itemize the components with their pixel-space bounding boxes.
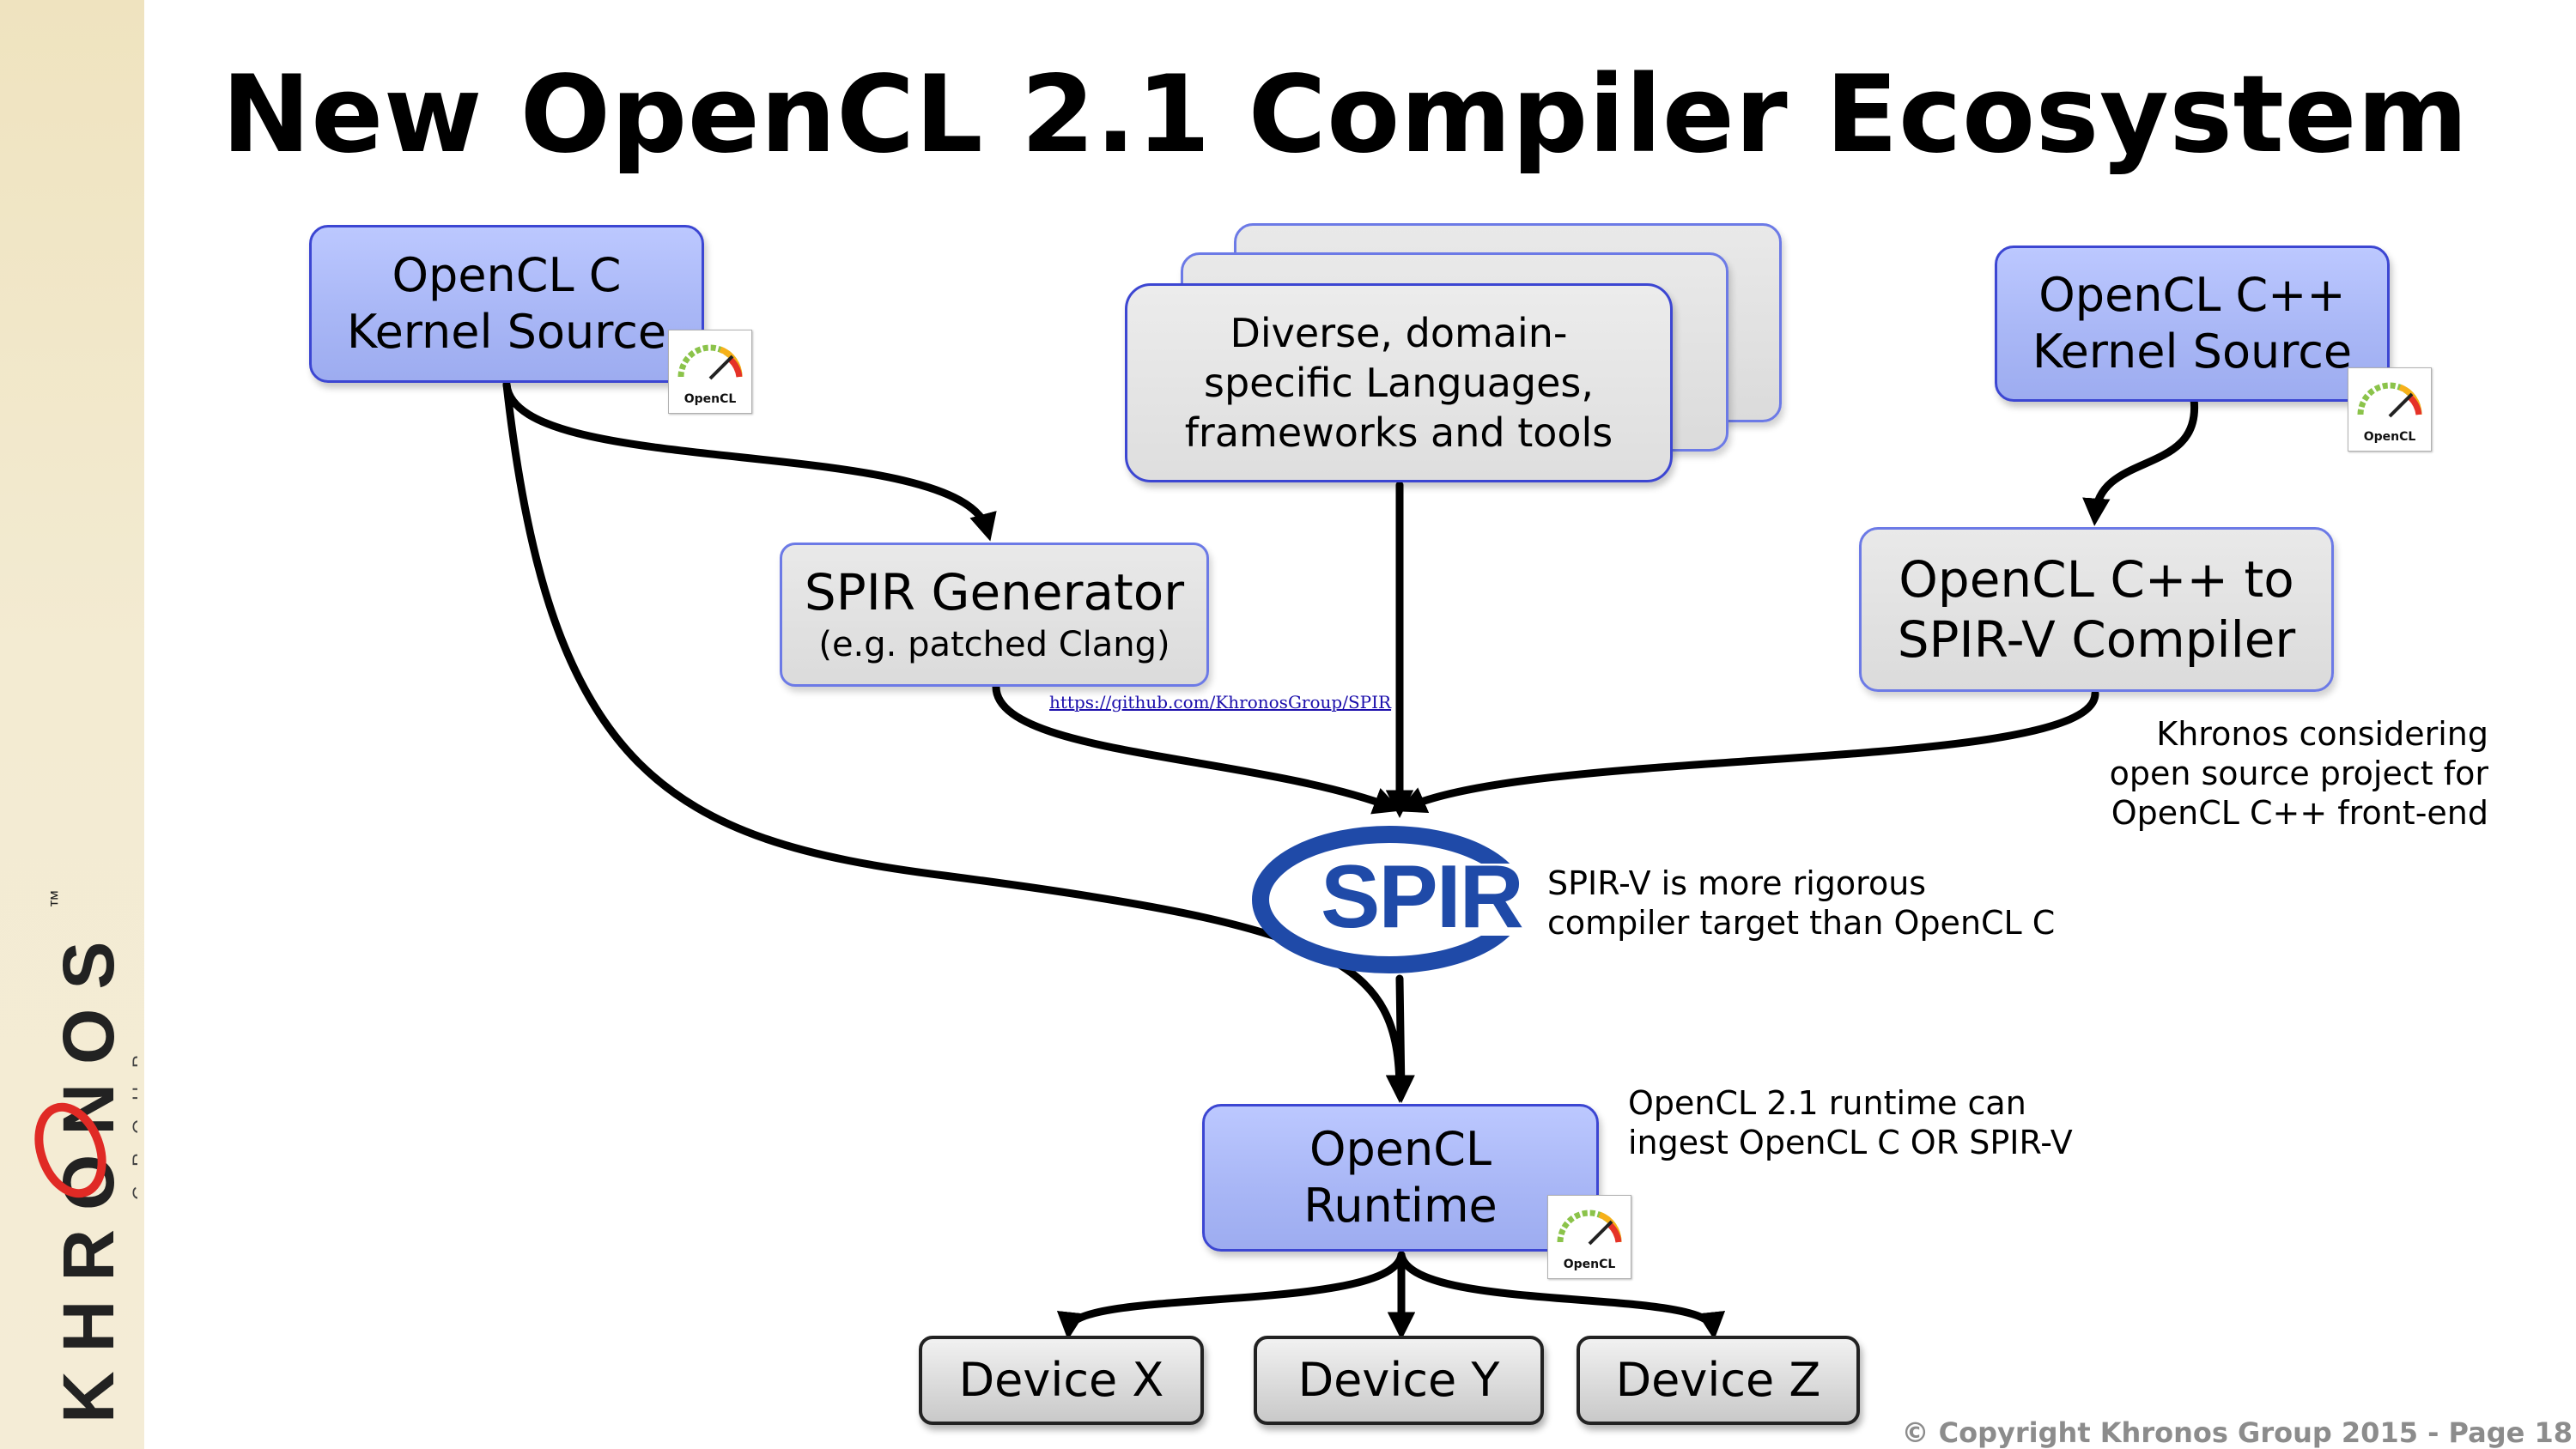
device-z-label: Device Z xyxy=(1615,1353,1821,1407)
languages-line-3: frameworks and tools xyxy=(1184,409,1613,456)
device-y-label: Device Y xyxy=(1297,1353,1500,1407)
note-line: SPIR-V is more rigorous xyxy=(1547,864,1927,902)
opencl-c-kernel-source-box: OpenCL C Kernel Source xyxy=(309,225,704,383)
device-x-label: Device X xyxy=(958,1353,1164,1407)
opencl-cpp-line-2: Kernel Source xyxy=(2032,324,2353,379)
compiler-line-1: OpenCL C++ to xyxy=(1899,550,2294,609)
runtime-line-2: Runtime xyxy=(1303,1179,1498,1233)
opencl-badge-cpp-source: OpenCL xyxy=(2348,367,2432,452)
device-x-box: Device X xyxy=(919,1336,1204,1425)
spir-generator-title: SPIR Generator xyxy=(804,563,1185,621)
note-line: open source project for xyxy=(2109,755,2488,792)
compiler-line-2: SPIR-V Compiler xyxy=(1897,610,2296,669)
spir-logo-text: SPIR xyxy=(1321,847,1522,947)
arrow-spir-to-runtime xyxy=(1387,974,1415,1103)
spir-github-link[interactable]: https://github.com/KhronosGroup/SPIR xyxy=(1049,692,1392,712)
opencl-badge-runtime: OpenCL xyxy=(1547,1195,1631,1279)
khronos-logo: KHRONOS GROUP ™ xyxy=(34,889,137,1423)
gauge-icon xyxy=(677,344,743,380)
arrow-opencl-c-to-runtime xyxy=(502,380,1414,1103)
sidebar: KHRONOS GROUP ™ xyxy=(0,0,144,1449)
spir-generator-subtitle: (e.g. patched Clang) xyxy=(818,625,1170,664)
languages-line-2: specific Languages, xyxy=(1203,360,1595,406)
khronos-considering-note: Khronos considering open source project … xyxy=(2110,714,2488,833)
khronos-trademark: ™ xyxy=(46,889,68,908)
khronos-red-swoosh-icon xyxy=(34,1102,106,1198)
spirv-rigorous-note: SPIR-V is more rigorous compiler target … xyxy=(1547,864,2055,943)
device-y-box: Device Y xyxy=(1254,1336,1544,1425)
note-line: ingest OpenCL C OR SPIR-V xyxy=(1628,1124,2073,1161)
opencl-runtime-box: OpenCL Runtime xyxy=(1202,1104,1599,1252)
opencl-cpp-line-1: OpenCL C++ xyxy=(2038,268,2346,322)
diverse-languages-box: Diverse, domain- specific Languages, fra… xyxy=(1125,283,1673,482)
opencl-c-line-1: OpenCL C xyxy=(392,248,622,302)
spir-logo: SPIR xyxy=(1252,826,1535,973)
note-line: OpenCL 2.1 runtime can xyxy=(1628,1084,2026,1122)
opencl-badge-label: OpenCL xyxy=(683,392,737,406)
note-line: compiler target than OpenCL C xyxy=(1547,904,2056,942)
arrow-cpp-source-to-compiler xyxy=(2082,395,2199,526)
arrow-spir-generator-to-spir xyxy=(992,682,1402,815)
arrow-runtime-to-device-x xyxy=(1057,1251,1406,1340)
note-line: OpenCL C++ front-end xyxy=(2111,794,2488,832)
arrow-opencl-c-to-spir-generator xyxy=(502,380,997,542)
languages-line-1: Diverse, domain- xyxy=(1230,310,1568,356)
note-line: Khronos considering xyxy=(2156,715,2488,753)
opencl-badge-label: OpenCL xyxy=(2363,430,2416,444)
spir-generator-box: SPIR Generator (e.g. patched Clang) xyxy=(780,543,1209,687)
opencl-badge-label: OpenCL xyxy=(1563,1258,1616,1271)
device-z-box: Device Z xyxy=(1577,1336,1860,1425)
opencl-cpp-kernel-source-box: OpenCL C++ Kernel Source xyxy=(1995,246,2390,402)
gauge-icon xyxy=(1557,1210,1622,1246)
gauge-icon xyxy=(2357,382,2422,418)
cpp-to-spirv-compiler-box: OpenCL C++ to SPIR-V Compiler xyxy=(1859,527,2334,692)
arrow-compiler-to-spir xyxy=(1398,689,2099,814)
khronos-wordmark: KHRONOS xyxy=(48,923,129,1423)
khronos-group-label: GROUP xyxy=(129,1036,137,1200)
opencl-c-line-2: Kernel Source xyxy=(346,305,667,359)
arrow-runtime-to-device-z xyxy=(1397,1251,1725,1340)
slide-title: New OpenCL 2.1 Compiler Ecosystem xyxy=(222,53,2469,177)
runtime-line-1: OpenCL xyxy=(1309,1122,1492,1176)
opencl-badge-c-source: OpenCL xyxy=(668,330,752,414)
copyright-footer: © Copyright Khronos Group 2015 - Page 18 xyxy=(1901,1416,2573,1449)
runtime-ingest-note: OpenCL 2.1 runtime can ingest OpenCL C O… xyxy=(1628,1083,2073,1162)
